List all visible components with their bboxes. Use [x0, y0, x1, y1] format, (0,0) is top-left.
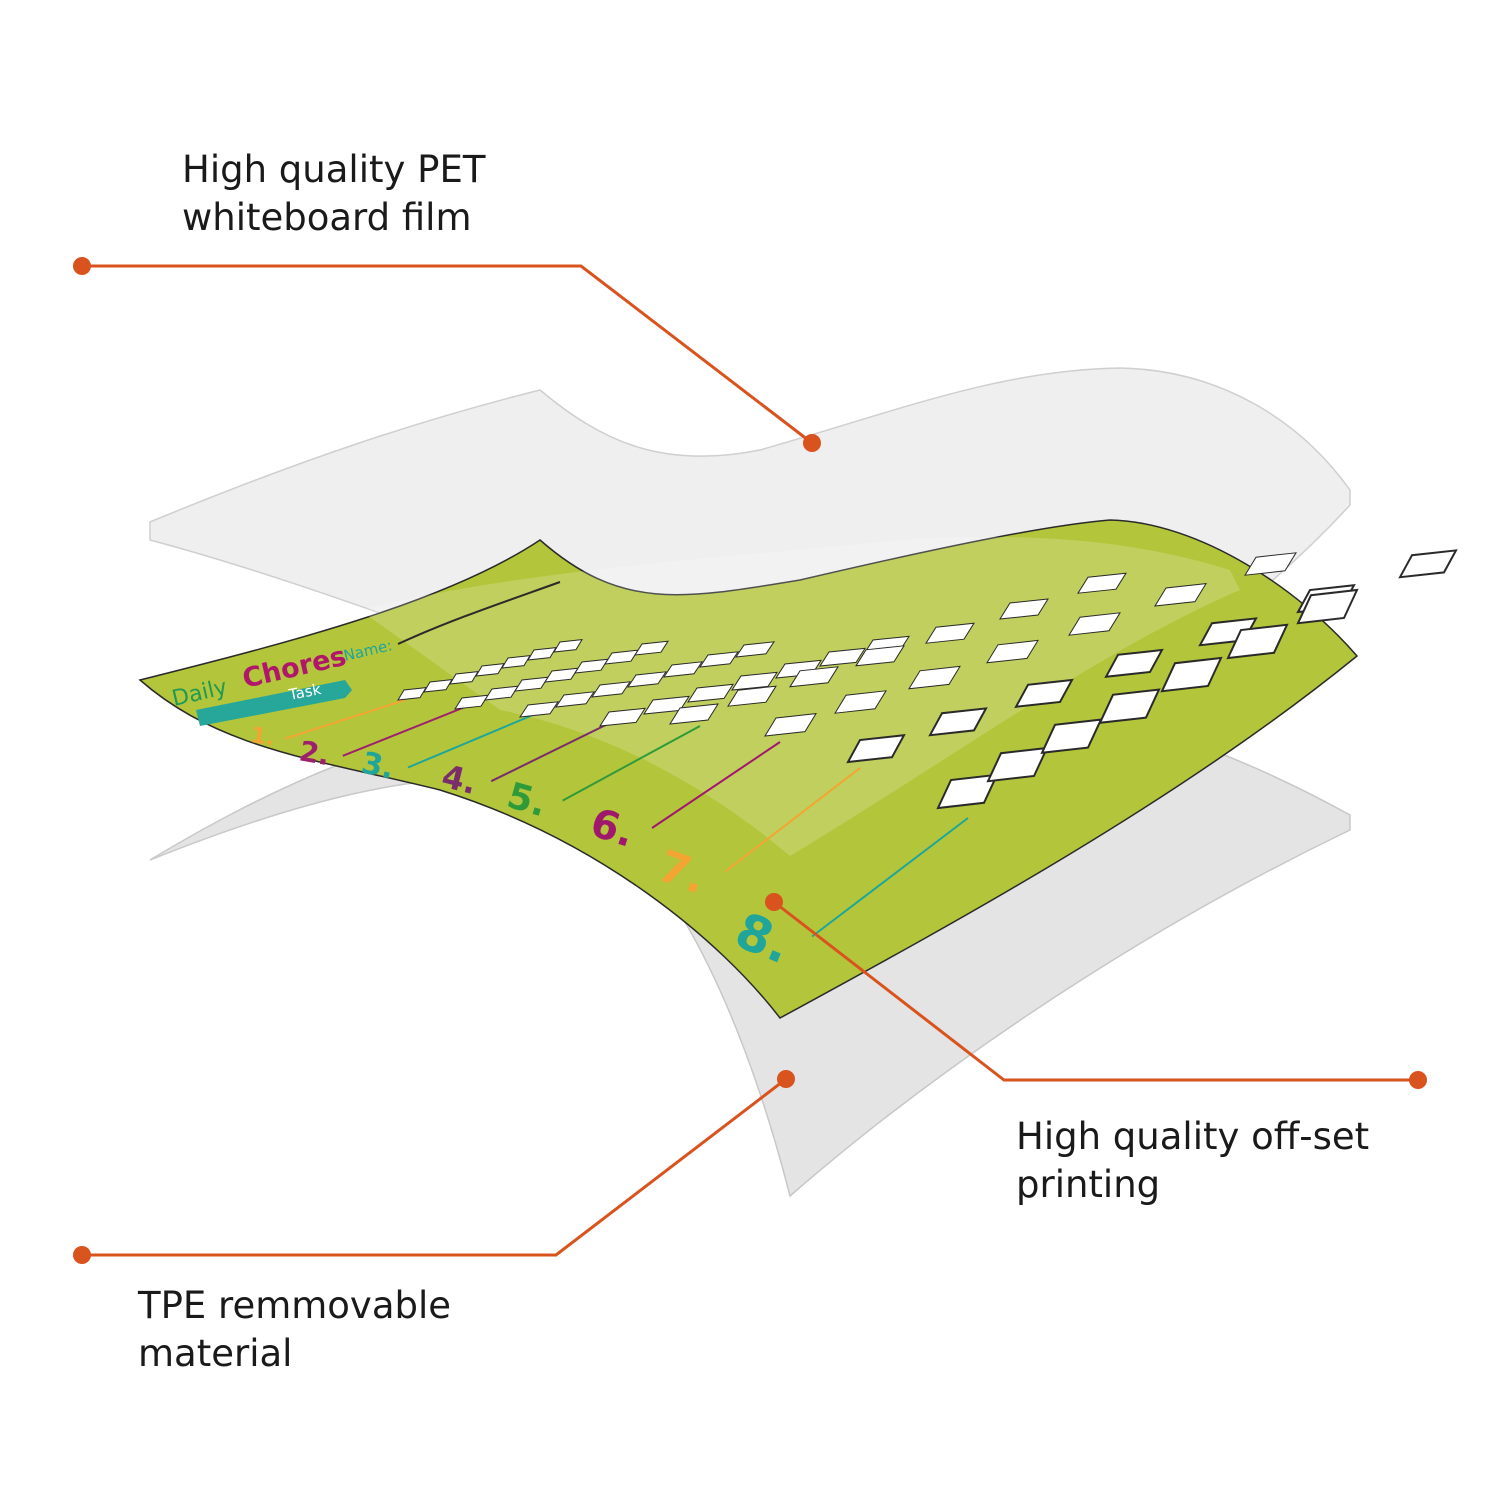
- print-leader-dot-start: [765, 893, 783, 911]
- row-line-6: [651, 741, 781, 829]
- checkbox-r6-c1: [764, 712, 817, 737]
- print-leader-dot-end: [1409, 1071, 1427, 1089]
- pet-leader-dot-end: [803, 434, 821, 452]
- tpe-material-callout-line1: TPE remmovable: [138, 1284, 452, 1327]
- checkbox-r8-c7: [1296, 588, 1359, 625]
- task-banner: [196, 680, 352, 726]
- row-line-4: [490, 717, 621, 783]
- row-line-5: [562, 725, 701, 802]
- checkbox-r7-c1: [846, 733, 906, 764]
- tpe-leader-dot-end: [73, 1246, 91, 1264]
- checkbox-r2-c7: [634, 640, 669, 656]
- checkbox-r5-c5: [925, 622, 975, 644]
- row-numbers: 1.2.3.4.5.6.7.8.: [249, 723, 799, 975]
- checkbox-r3-c2: [554, 691, 596, 708]
- checkbox-r4-c2: [643, 695, 690, 715]
- offset-printing-callout-line2: printing: [1016, 1163, 1161, 1206]
- checkbox-r7-c3: [1014, 678, 1074, 709]
- checkbox-r1-c7: [553, 638, 583, 653]
- checkbox-r3-c1: [518, 701, 560, 718]
- row-number-1: 1.: [249, 723, 276, 751]
- checkbox-r4-c6: [819, 647, 866, 667]
- checkbox-r4-c4: [731, 671, 778, 691]
- checkbox-r6-c7: [1244, 552, 1297, 576]
- checkbox-r1-c2: [423, 678, 453, 693]
- checkbox-grid: [397, 549, 1458, 810]
- checkbox-r6-c5: [1068, 612, 1121, 636]
- checkbox-r5-c2: [727, 685, 777, 707]
- checkbox-r3-c7: [734, 641, 776, 658]
- checkbox-r6-c6: [1154, 582, 1207, 607]
- tpe-material-callout-label: TPE remmovable material: [138, 1282, 451, 1378]
- checkbox-r6-c2: [834, 690, 887, 714]
- checkbox-r1-c1: [397, 686, 427, 701]
- row-number-3: 3.: [358, 746, 397, 787]
- checkbox-r1-c6: [527, 646, 557, 661]
- checkbox-r5-c6: [999, 598, 1049, 620]
- row-number-2: 2.: [297, 734, 332, 772]
- checkbox-r3-c5: [662, 661, 704, 678]
- checkbox-r3-c3: [590, 681, 632, 698]
- checkbox-r5-c3: [789, 666, 839, 688]
- checkbox-r7-c2: [928, 707, 988, 737]
- checkbox-r5-c1: [669, 703, 719, 725]
- checkbox-r1-c5: [501, 654, 531, 669]
- offset-printing-callout-label: High quality off-set printing: [1016, 1113, 1369, 1209]
- row-line-7: [724, 767, 861, 873]
- pet-film-callout-line1: High quality PET: [182, 148, 486, 191]
- checkbox-r8-c5: [1160, 656, 1223, 693]
- checkbox-r1-c4: [475, 662, 505, 677]
- checkbox-r8-c6: [1226, 623, 1289, 660]
- checkbox-r7-c7: [1398, 549, 1458, 579]
- name-line: [397, 581, 561, 645]
- tpe-material-callout-line2: material: [138, 1332, 293, 1375]
- row-line-1: [284, 699, 406, 740]
- checkbox-r1-c3: [449, 670, 479, 685]
- pet-film-callout-label: High quality PET whiteboard film: [182, 146, 485, 242]
- row-line-3: [407, 711, 541, 769]
- pet-leader-dot-start: [73, 257, 91, 275]
- row-line-8: [811, 817, 969, 938]
- offset-printing-callout-line1: High quality off-set: [1016, 1115, 1370, 1158]
- checkbox-r5-c4: [855, 645, 905, 667]
- tpe-leader-line: [82, 1077, 787, 1257]
- checkbox-r6-c4: [986, 639, 1039, 664]
- pet-film-callout-line2: whiteboard film: [182, 196, 472, 239]
- checkbox-r6-c3: [908, 665, 961, 690]
- pet-leader-line: [82, 264, 813, 445]
- row-line-2: [342, 704, 471, 757]
- checkbox-r4-c3: [687, 683, 734, 703]
- checkbox-r4-c1: [599, 707, 646, 727]
- checkbox-r3-c6: [698, 651, 740, 668]
- row-lines: [284, 699, 969, 938]
- print-leader-line: [773, 900, 1418, 1082]
- tpe-leader-dot-start: [777, 1070, 795, 1088]
- checkbox-r3-c4: [626, 671, 668, 688]
- checkbox-r8-c4: [1098, 688, 1161, 724]
- checkbox-r7-c4: [1104, 648, 1164, 679]
- checkbox-r5-c7: [1077, 572, 1127, 594]
